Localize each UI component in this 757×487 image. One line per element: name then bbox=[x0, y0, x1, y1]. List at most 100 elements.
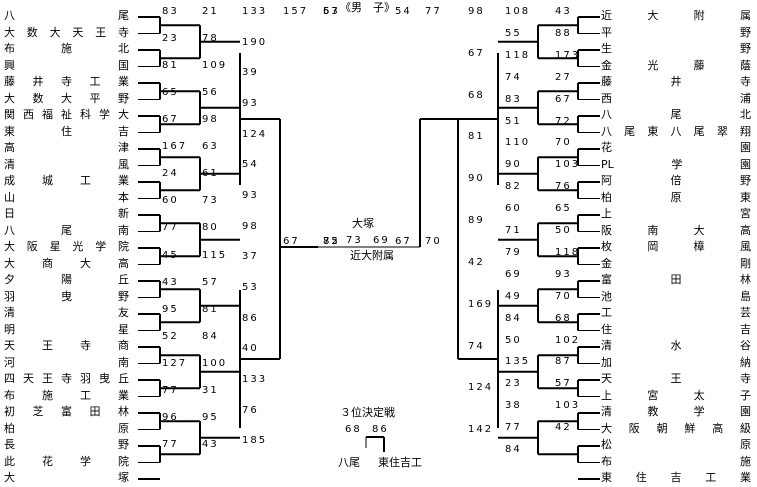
team-name: 清友 bbox=[4, 306, 129, 319]
score: 81 bbox=[162, 60, 179, 72]
team-name: 上宮太子 bbox=[601, 388, 751, 402]
score: 57 bbox=[202, 276, 219, 288]
team-name: 天王寺 bbox=[601, 372, 751, 385]
score: 70 bbox=[555, 137, 572, 149]
score: 43 bbox=[162, 276, 179, 288]
score: 53 bbox=[323, 6, 340, 17]
third-right-score: 86 bbox=[372, 424, 389, 435]
team-name: 八尾 bbox=[4, 9, 129, 22]
score: 65 bbox=[555, 203, 572, 215]
score: 103 bbox=[555, 400, 581, 412]
team-name: 此花学院 bbox=[4, 454, 129, 468]
score: 74 bbox=[468, 340, 485, 352]
score: 86 bbox=[242, 312, 259, 324]
team-name: 東住吉工業 bbox=[601, 471, 751, 484]
score: 63 bbox=[202, 141, 219, 153]
team-name: 富田林 bbox=[601, 273, 751, 286]
score: 81 bbox=[202, 303, 219, 315]
final-left-score: 73 bbox=[346, 235, 363, 246]
score: 84 bbox=[202, 330, 219, 342]
score: 93 bbox=[555, 268, 572, 280]
score: 40 bbox=[242, 343, 259, 355]
score: 84 bbox=[505, 312, 522, 324]
score: 77 bbox=[425, 6, 442, 17]
score: 133 bbox=[242, 6, 268, 17]
team-name: 住吉 bbox=[601, 322, 751, 336]
team-name: 藤井寺 bbox=[601, 75, 751, 88]
team-name: 成城工業 bbox=[4, 174, 129, 187]
score: 88 bbox=[555, 27, 572, 39]
score: 93 bbox=[242, 190, 259, 201]
team-name: 近大附属 bbox=[601, 9, 751, 22]
team-name: 大商大高 bbox=[4, 256, 129, 270]
third-right-team: 東住吉工 bbox=[378, 456, 422, 469]
score: 43 bbox=[555, 6, 572, 17]
score: 118 bbox=[555, 246, 581, 258]
team-name: 河南 bbox=[4, 355, 129, 369]
score: 102 bbox=[555, 334, 581, 346]
score: 68 bbox=[468, 89, 485, 101]
team-name: 羽曳野 bbox=[4, 289, 129, 303]
score: 133 bbox=[242, 374, 268, 385]
team-name: 花園 bbox=[601, 141, 751, 154]
score: 84 bbox=[505, 444, 522, 456]
score: 74 bbox=[505, 71, 522, 83]
score: 76 bbox=[555, 181, 572, 193]
team-name: 工芸 bbox=[601, 306, 751, 319]
team-name: 松原 bbox=[601, 438, 751, 451]
score: 190 bbox=[242, 36, 268, 48]
team-name: 金光藤蔭 bbox=[601, 58, 751, 72]
team-name: 八尾東八尾翠翔 bbox=[601, 124, 751, 138]
score: 115 bbox=[202, 249, 228, 261]
score: 70 bbox=[425, 236, 442, 247]
score: 98 bbox=[202, 114, 219, 126]
final-left-team: 大塚 bbox=[352, 217, 374, 230]
score: 23 bbox=[505, 378, 522, 390]
score: 185 bbox=[242, 435, 268, 447]
score: 57 bbox=[555, 378, 572, 390]
team-name: 西浦 bbox=[601, 91, 751, 105]
score: 55 bbox=[505, 27, 522, 39]
team-name: 夕陽丘 bbox=[4, 273, 129, 286]
score: 68 bbox=[555, 312, 572, 324]
score: 167 bbox=[162, 141, 188, 153]
score: 51 bbox=[505, 115, 522, 127]
score: 75 bbox=[323, 236, 340, 247]
score: 173 bbox=[555, 49, 581, 61]
team-name: 日新 bbox=[4, 207, 129, 220]
score: 45 bbox=[162, 249, 179, 261]
score: 71 bbox=[505, 225, 522, 237]
score: 52 bbox=[162, 330, 179, 342]
team-name: 八尾北 bbox=[601, 108, 751, 121]
score: 43 bbox=[202, 438, 219, 450]
score: 98 bbox=[468, 6, 485, 17]
score: 27 bbox=[555, 71, 572, 83]
score: 50 bbox=[555, 225, 572, 237]
bracket-title: 《男 子》 bbox=[340, 1, 395, 14]
team-name: 大阪朝鮮高級 bbox=[601, 421, 751, 435]
score: 83 bbox=[162, 6, 179, 17]
team-name: 阿倍野 bbox=[601, 174, 751, 187]
score: 109 bbox=[202, 60, 228, 72]
team-name: 阪南大高 bbox=[601, 223, 751, 237]
score: 42 bbox=[468, 256, 485, 268]
score: 67 bbox=[555, 93, 572, 105]
team-name: 生野 bbox=[601, 42, 751, 55]
team-name: 上宮 bbox=[601, 207, 751, 220]
team-name: 八尾南 bbox=[4, 223, 129, 237]
score: 169 bbox=[468, 298, 494, 310]
score: 83 bbox=[505, 93, 522, 105]
team-name: 長野 bbox=[4, 438, 129, 451]
score: 96 bbox=[162, 411, 179, 423]
score: 81 bbox=[468, 131, 485, 143]
score: 23 bbox=[162, 33, 179, 45]
score: 77 bbox=[162, 384, 179, 396]
score: 79 bbox=[505, 246, 522, 258]
team-name: 東住吉 bbox=[4, 124, 129, 138]
team-name: PL学園 bbox=[601, 157, 751, 171]
score: 67 bbox=[283, 236, 300, 247]
score: 67 bbox=[323, 6, 340, 17]
score: 124 bbox=[468, 382, 494, 394]
score: 69 bbox=[505, 268, 522, 280]
team-name: 大数大平野 bbox=[4, 91, 129, 105]
